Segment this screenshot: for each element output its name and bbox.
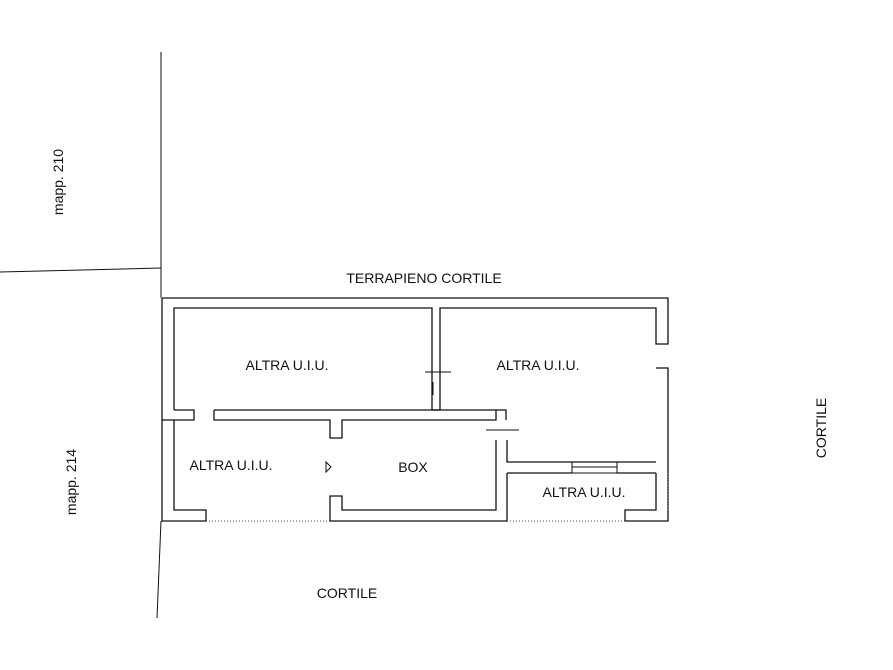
exterior-walls xyxy=(161,297,669,522)
dotted-boundaries xyxy=(206,473,669,522)
interior-walls xyxy=(162,409,656,522)
cortile-bottom-label: CORTILE xyxy=(317,585,377,601)
property-boundaries xyxy=(0,52,162,619)
mapp-214-label: mapp. 214 xyxy=(63,449,79,515)
mapp-210-label: mapp. 210 xyxy=(50,149,66,215)
terrapieno-cortile-label: TERRAPIENO CORTILE xyxy=(346,270,501,286)
door-markers xyxy=(325,371,519,474)
altra-uiu-top-right-label: ALTRA U.I.U. xyxy=(497,357,580,373)
altra-uiu-top-left-label: ALTRA U.I.U. xyxy=(246,357,329,373)
altra-uiu-bottom-left-label: ALTRA U.I.U. xyxy=(190,457,273,473)
box-label: BOX xyxy=(398,459,428,475)
altra-uiu-bottom-right-label: ALTRA U.I.U. xyxy=(543,484,626,500)
cortile-right-label: CORTILE xyxy=(813,398,829,458)
